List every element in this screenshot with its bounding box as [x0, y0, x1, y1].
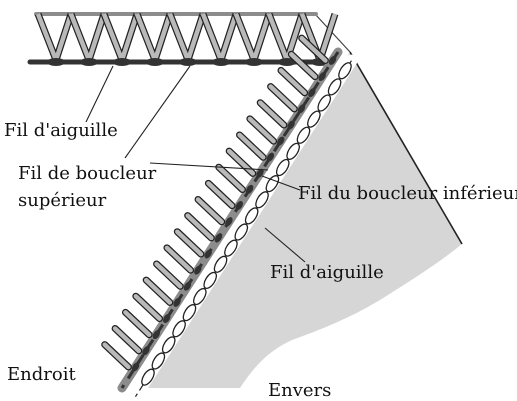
seam-loop	[102, 342, 131, 370]
seam-loop	[164, 245, 193, 273]
seam-loop	[143, 277, 173, 305]
top-knot	[278, 58, 296, 66]
lower-looper-loop	[296, 126, 311, 144]
seam-knot	[245, 184, 254, 194]
seam-loop	[195, 197, 224, 225]
lower-looper-loop	[265, 175, 280, 193]
seam-knot	[318, 72, 326, 82]
seam-loop	[216, 164, 245, 192]
seam-loop	[289, 52, 318, 79]
fabric-edge-line	[349, 51, 463, 245]
seam-knot	[277, 136, 285, 146]
lower-looper-loop	[224, 239, 238, 257]
seam-loop	[123, 310, 152, 337]
seam-loop	[237, 132, 266, 160]
label-lower-looper-thread: Fil du boucleur inférieur	[298, 183, 517, 204]
seam-loop	[257, 100, 287, 128]
label-upper-looper-line1: Fil de boucleur	[18, 163, 157, 184]
seam-loop	[133, 293, 162, 321]
lower-looper-loop	[244, 207, 259, 225]
top-knot	[146, 58, 164, 66]
fabric-top-edge	[314, 13, 351, 53]
seam-knot	[204, 249, 212, 259]
seam-loop	[299, 35, 328, 63]
lower-looper-loop	[172, 320, 186, 338]
label-needle-thread-top: Fil d'aiguille	[4, 120, 118, 141]
leader-needle-top	[85, 65, 114, 123]
top-knot	[80, 58, 98, 66]
seam-loop	[185, 213, 214, 241]
top-knot	[245, 58, 263, 66]
fabric-wrong-side	[140, 52, 462, 388]
top-knot	[179, 58, 197, 66]
lower-looper-loop	[213, 255, 228, 273]
seam-knot	[328, 55, 337, 65]
lower-looper-loop	[327, 78, 342, 96]
seam-knot	[131, 362, 140, 372]
seam-knot	[214, 233, 223, 243]
seam-knot	[308, 88, 316, 98]
seam-knot	[163, 313, 171, 323]
top-row-stitches	[27, 12, 339, 66]
lower-looper-loop	[307, 110, 321, 128]
seam-knot	[266, 152, 275, 162]
lower-looper-loop	[275, 158, 290, 177]
lower-looper-loop	[317, 94, 332, 112]
leader-lower-looper	[261, 175, 301, 191]
seam-knot	[183, 281, 192, 291]
seam-loop	[278, 68, 307, 96]
seam-loop	[226, 148, 256, 176]
label-leader-lines	[85, 65, 306, 263]
lower-looper-loop	[182, 304, 197, 322]
leader-needle-mid	[264, 227, 306, 263]
label-right-side: Endroit	[7, 364, 76, 385]
leader-upper-looper-a	[124, 65, 191, 159]
lower-looper-loop	[286, 142, 300, 160]
label-wrong-side: Envers	[268, 380, 332, 401]
seam-knot	[256, 168, 264, 178]
seam-loop	[268, 84, 297, 112]
lower-looper-loop	[193, 287, 207, 306]
lower-looper-loop	[141, 368, 155, 386]
top-knot	[212, 58, 230, 66]
seam-knot	[194, 265, 202, 275]
leader-upper-looper-b	[149, 162, 269, 171]
top-knot	[47, 58, 65, 66]
lower-looper-loop	[203, 271, 218, 290]
seam-loop	[175, 229, 204, 257]
seam-knot	[235, 201, 243, 211]
seam-knot	[142, 346, 150, 356]
seam-knot	[173, 297, 181, 307]
lower-looper-loop	[234, 223, 249, 241]
diagonal-seam-stitches	[101, 34, 358, 401]
lower-looper-loop	[151, 352, 166, 370]
seam-knot	[152, 330, 161, 340]
label-needle-thread-mid: Fil d'aiguille	[270, 262, 384, 283]
lower-looper-loop	[161, 336, 176, 354]
seam-loop	[206, 181, 235, 208]
seam-loop	[112, 326, 142, 354]
seam-loop	[247, 116, 276, 144]
lower-looper-loop	[338, 62, 352, 80]
top-knot	[113, 58, 131, 66]
seam-knot	[225, 217, 233, 227]
label-upper-looper-line2: supérieur	[18, 190, 107, 211]
seam-loop	[154, 261, 183, 289]
seam-knot	[287, 120, 295, 130]
seam-knot	[297, 104, 306, 114]
lower-looper-loop	[255, 191, 269, 209]
